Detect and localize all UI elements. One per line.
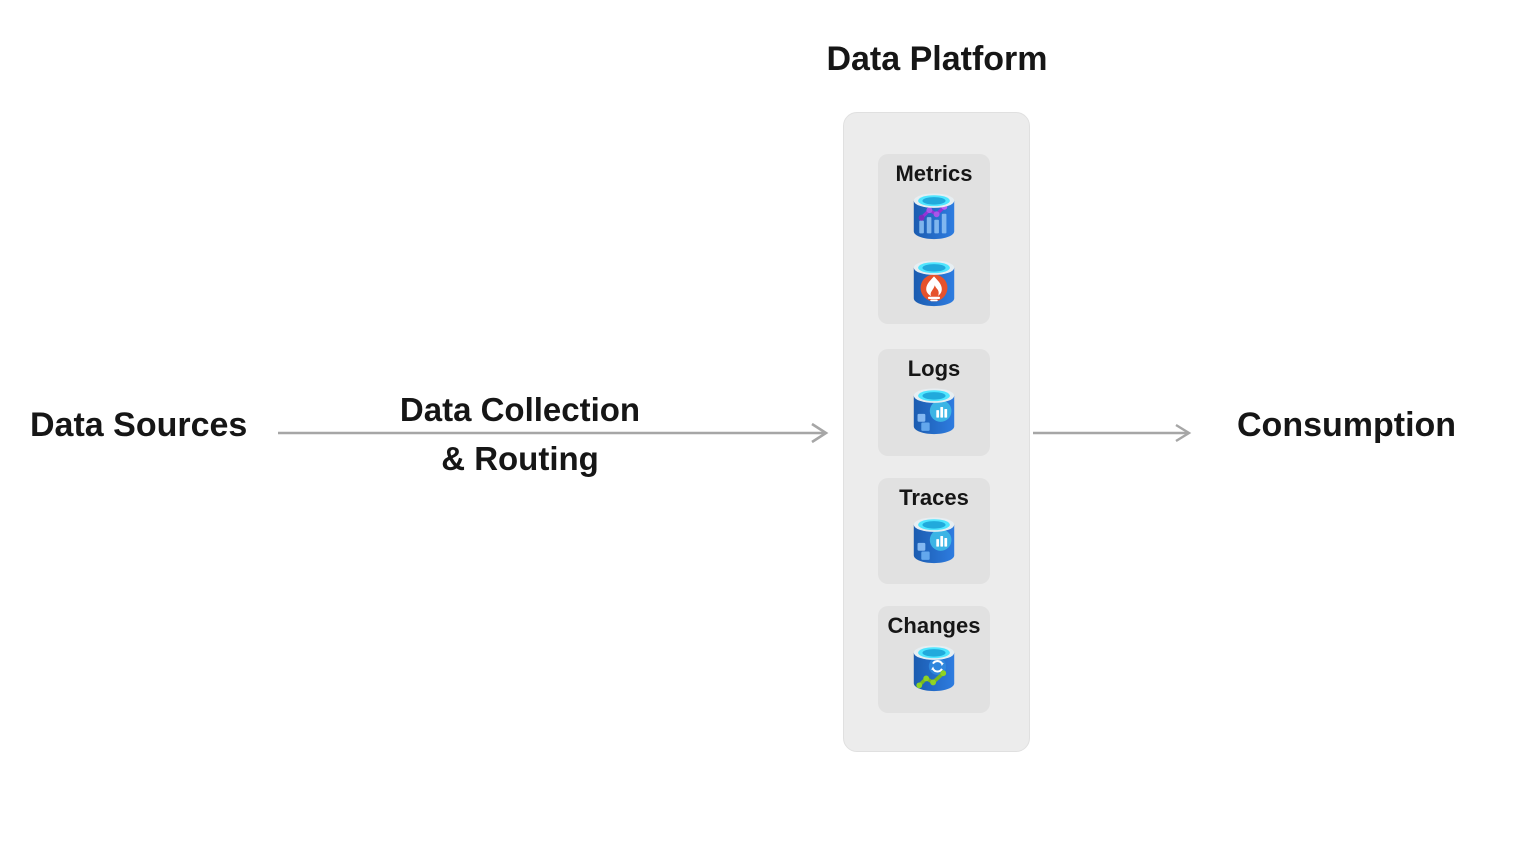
box-label-logs: Logs: [907, 356, 961, 381]
data-sources-label: Data Sources: [30, 406, 248, 444]
data-collection-label-line2: & Routing: [441, 440, 599, 477]
consumption-arrow-icon: [1033, 423, 1192, 443]
azure-monitor-metrics-icon: [913, 193, 955, 240]
log-analytics-icon: [913, 388, 955, 435]
platform-box-metrics: Metrics: [878, 154, 990, 324]
box-label-changes: Changes: [887, 613, 981, 638]
platform-box-traces: Traces: [878, 478, 990, 584]
consumption-label: Consumption: [1237, 406, 1457, 444]
log-analytics-icon: [913, 517, 955, 564]
box-label-traces: Traces: [899, 485, 969, 510]
platform-box-changes: Changes: [878, 606, 990, 713]
data-collection-arrow-icon: [278, 422, 829, 444]
data-platform-container: Metrics: [843, 112, 1030, 752]
platform-box-logs: Logs: [878, 349, 990, 456]
page-title: Data Platform: [826, 40, 1048, 78]
change-analysis-icon: [913, 645, 955, 692]
box-label-metrics: Metrics: [895, 161, 973, 186]
managed-prometheus-icon: [913, 260, 955, 307]
data-collection-label-line1: Data Collection: [399, 391, 641, 428]
